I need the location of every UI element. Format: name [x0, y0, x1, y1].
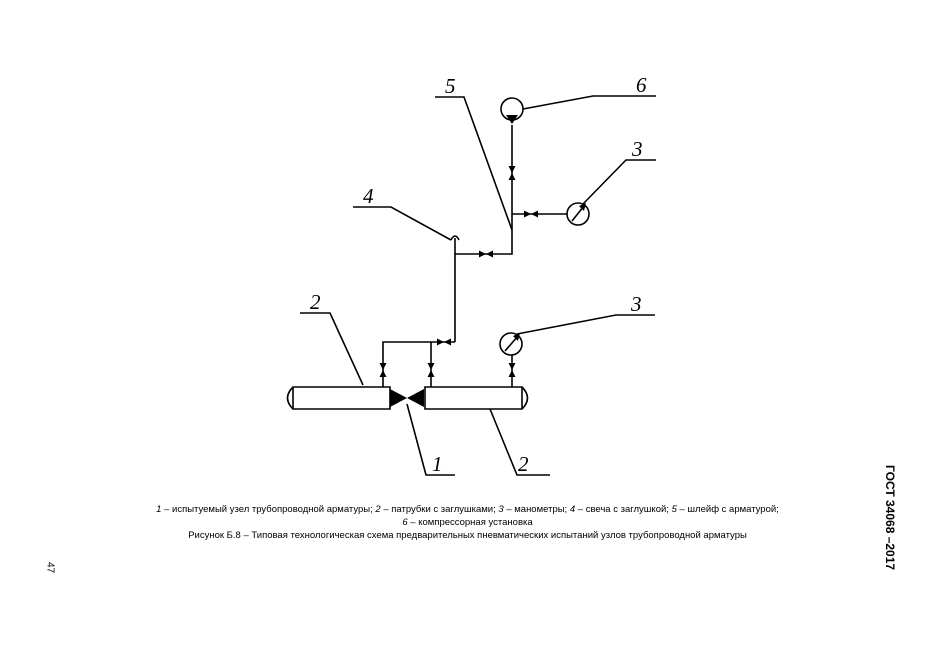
leader-2-left: [300, 312, 364, 386]
leader-5: [435, 96, 513, 231]
leader-3-top: [582, 159, 656, 205]
legend-line-2: 6 – компрессорная установка: [402, 517, 533, 528]
leader-4: [353, 206, 452, 241]
label-vent-plug: 4: [363, 184, 374, 208]
test-valve-unit: [390, 389, 424, 407]
label-loop: 5: [445, 74, 456, 98]
pipe-left-riser: [382, 341, 455, 387]
label-valve-unit: 1: [432, 452, 443, 476]
leader-1: [406, 403, 455, 476]
figure-title: Рисунок Б.8 – Типовая технологическая сх…: [188, 530, 747, 541]
label-nozzle-left: 2: [310, 290, 321, 314]
legend-line-1: 1 – испытуемый узел трубопроводной армат…: [156, 504, 779, 515]
leader-6: [522, 95, 656, 110]
label-nozzle-right: 2: [518, 452, 529, 476]
label-manometer-top: 3: [631, 137, 643, 161]
standard-id: ГОСТ 34068 –2017: [883, 465, 897, 571]
leader-2-right: [489, 408, 550, 476]
pipe-main-riser: [454, 125, 513, 342]
nozzle-left: [286, 386, 391, 410]
label-compressor: 6: [636, 73, 647, 97]
label-manometer-bottom: 3: [630, 292, 642, 316]
nozzle-right: [424, 386, 529, 410]
page-number: 47: [44, 561, 56, 574]
leader-3-bottom: [516, 314, 655, 335]
vent-plug: [450, 235, 460, 241]
